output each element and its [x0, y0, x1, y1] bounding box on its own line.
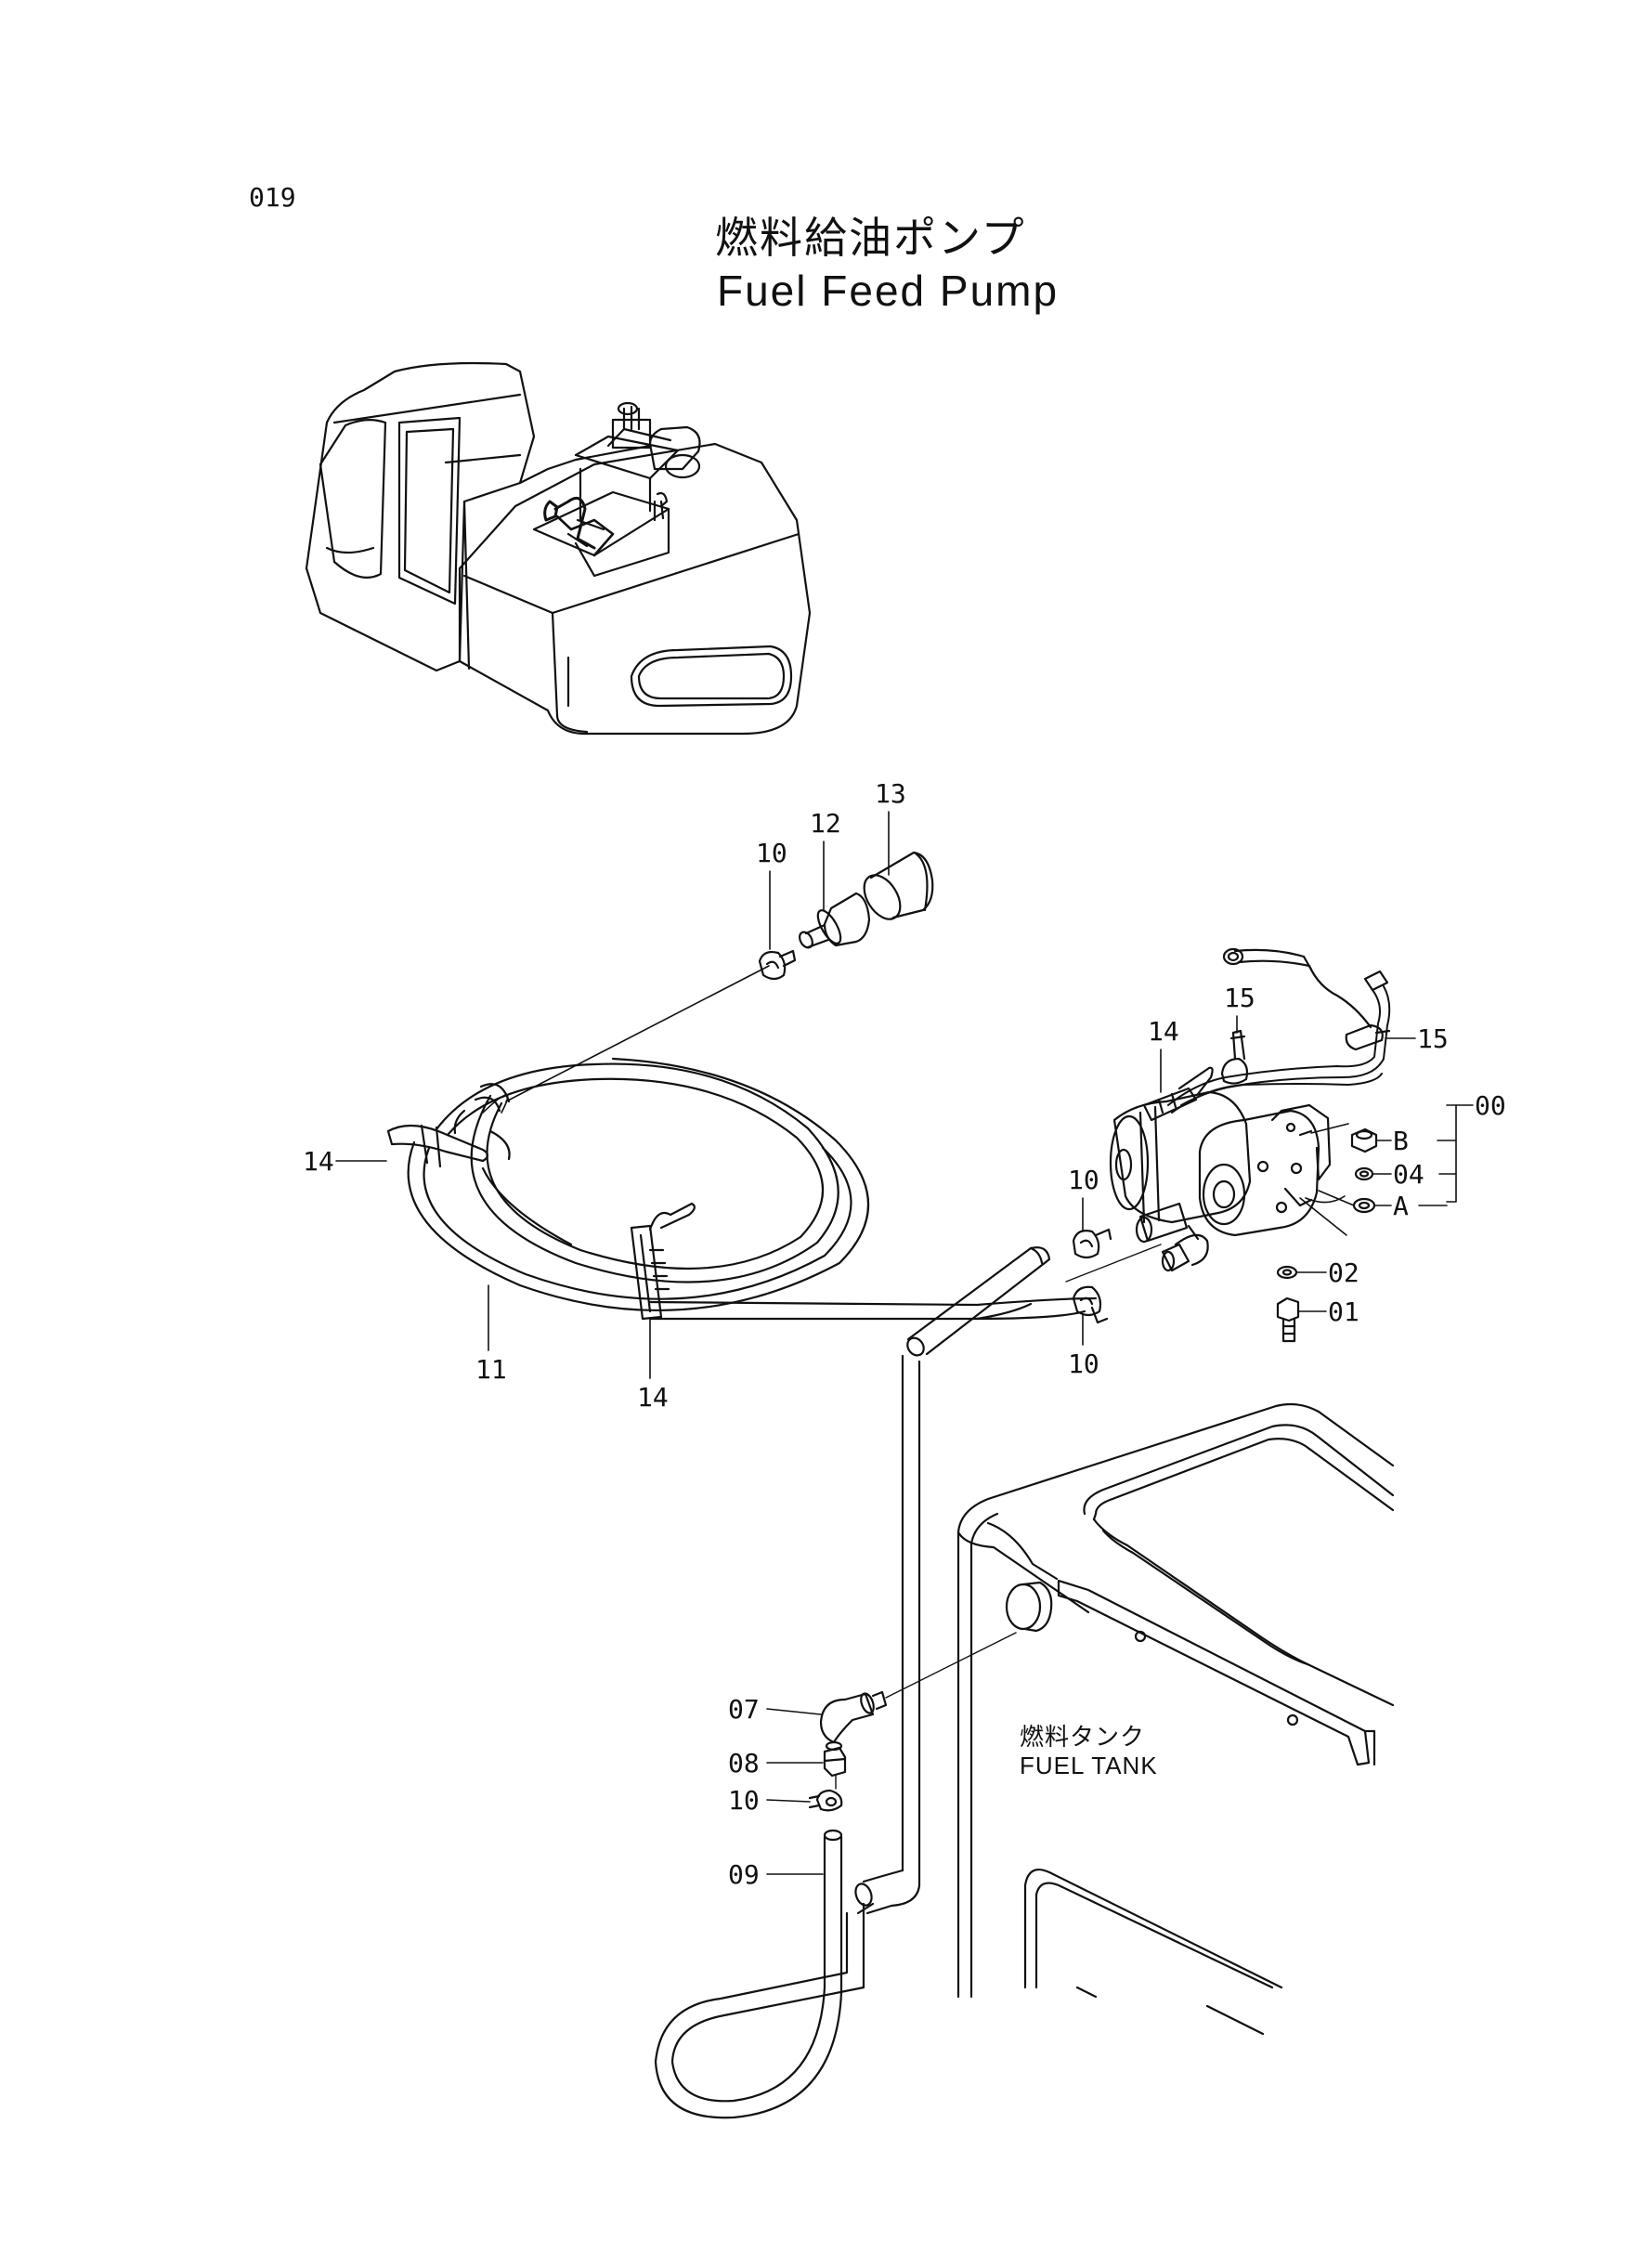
- return-hose: [852, 1244, 1161, 1913]
- callout-14-pump: 14: [1148, 1016, 1179, 1047]
- callout-01: 01: [1328, 1296, 1359, 1327]
- callout-00-assembly: 00: [1475, 1090, 1506, 1121]
- callout-10-pump-upper: 10: [1068, 1165, 1099, 1195]
- suction-strainer-group: [760, 853, 932, 979]
- callout-02: 02: [1328, 1257, 1359, 1288]
- band-14-left: [388, 1126, 488, 1166]
- callout-04: 04: [1393, 1159, 1424, 1190]
- callout-09: 09: [728, 1859, 760, 1890]
- fuel-tank-label-jp: 燃料タンク: [1020, 1723, 1146, 1751]
- callout-15-top: 15: [1224, 983, 1255, 1013]
- callout-11-hose: 11: [475, 1354, 507, 1385]
- callout-10-pump-lower: 10: [1068, 1348, 1099, 1379]
- hose-coil-11: [409, 966, 1096, 1319]
- callout-10-fitting: 10: [728, 1785, 760, 1816]
- page-number: 019: [249, 182, 296, 213]
- callout-15-right: 15: [1417, 1023, 1449, 1054]
- hardware-group: [1278, 1129, 1376, 1341]
- callout-13: 13: [875, 778, 906, 809]
- callout-14-hose-left: 14: [303, 1146, 334, 1177]
- suction-fitting-stack: [656, 1633, 1016, 2117]
- callout-12: 12: [810, 808, 841, 839]
- fuel-tank: [958, 1404, 1393, 2034]
- callout-A: A: [1393, 1191, 1409, 1221]
- callout-14-hose-bottom: 14: [637, 1382, 669, 1413]
- callout-08: 08: [728, 1748, 760, 1778]
- fuel-tank-label-en: FUEL TANK: [1020, 1752, 1158, 1779]
- callout-B: B: [1393, 1126, 1409, 1156]
- pump-assembly: [1111, 949, 1389, 1270]
- band-14-bottom: [631, 1204, 695, 1319]
- callout-10-strainer: 10: [756, 838, 787, 868]
- leader-lines: [336, 812, 1473, 1874]
- title-english: Fuel Feed Pump: [717, 267, 1060, 315]
- title-japanese: 燃料給油ポンプ: [715, 213, 1026, 263]
- callout-07: 07: [728, 1694, 760, 1725]
- excavator-overview: [306, 363, 810, 734]
- pump-hose-clamps: [1073, 1230, 1111, 1322]
